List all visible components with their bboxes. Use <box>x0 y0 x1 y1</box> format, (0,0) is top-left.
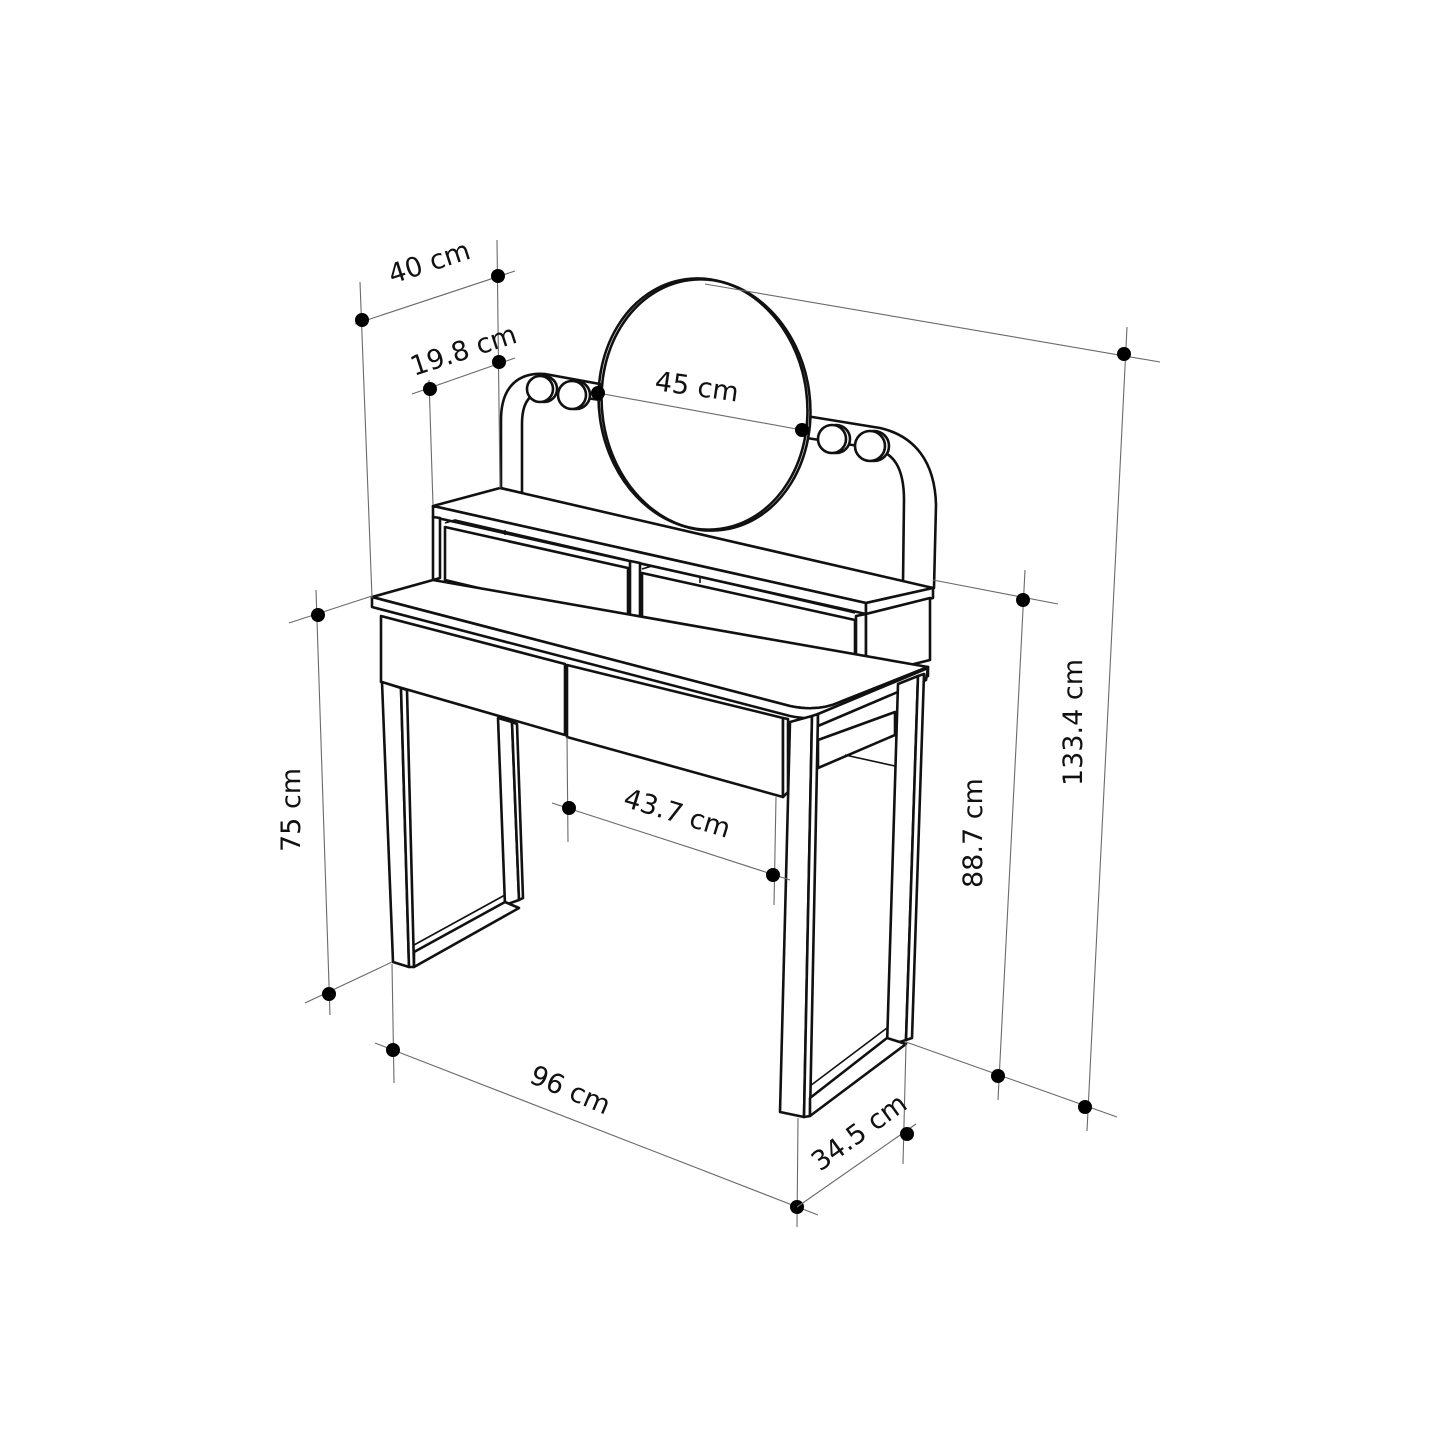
label-upper-shelf-height: 88.7 cm <box>958 778 989 888</box>
leg-frame-left <box>380 680 525 969</box>
desk-drawer-left <box>379 614 567 737</box>
label-total-height: 133.4 cm <box>1058 659 1089 786</box>
label-upper-shelf-depth: 19.8 cm <box>407 319 521 382</box>
round-mirror <box>597 277 812 532</box>
dimension-total-width: 96 cm <box>374 963 819 1228</box>
label-total-depth: 40 cm <box>385 235 475 290</box>
lamp-bulbs-left <box>525 374 592 411</box>
label-drawer-width: 43.7 cm <box>620 783 734 845</box>
dimension-desk-height: 75 cm <box>276 589 393 1016</box>
label-desk-height: 75 cm <box>276 768 307 852</box>
label-total-width: 96 cm <box>525 1060 615 1121</box>
lamp-bulbs-right <box>816 423 891 463</box>
dimension-total-height: 133.4 cm <box>704 283 1161 1132</box>
upper-shelf <box>431 486 935 678</box>
desk-top <box>370 578 930 720</box>
dimension-upper-shelf-height: 88.7 cm <box>932 569 1059 1101</box>
desk-drawer-right <box>565 663 790 799</box>
leg-frame-right <box>778 666 930 1119</box>
